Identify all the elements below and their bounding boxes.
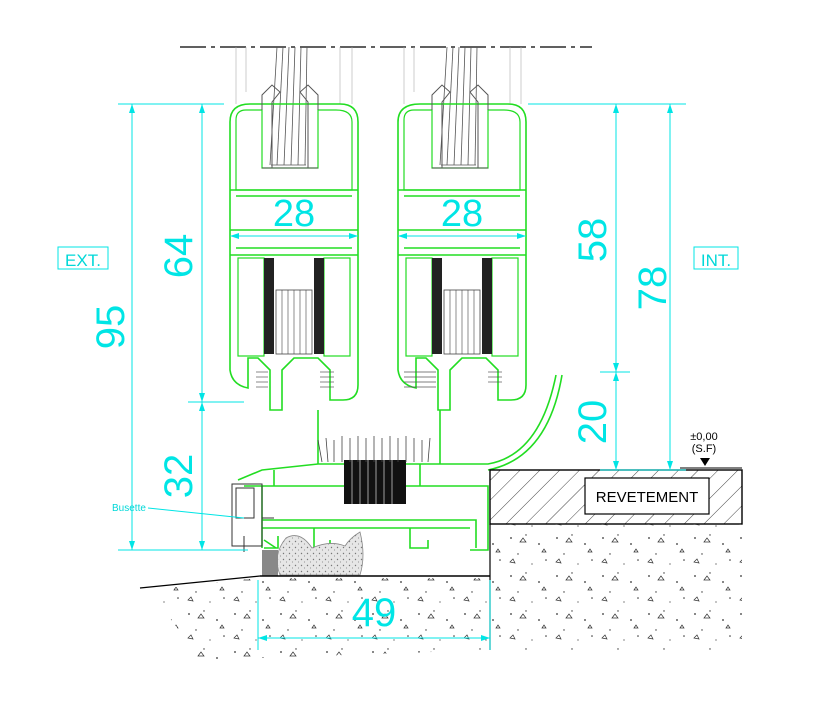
brush-strip-center xyxy=(344,460,406,504)
concrete-slab xyxy=(139,524,742,660)
sash-profile-right xyxy=(397,103,527,411)
sash-profile-left xyxy=(229,103,359,411)
dim-width-right: 28 xyxy=(441,193,483,235)
dimension-arrows xyxy=(129,104,673,641)
level-marker xyxy=(680,458,742,469)
revetement-label: REVETEMENT xyxy=(596,489,699,506)
int-label: INT. xyxy=(701,251,731,270)
roller-brush-left xyxy=(256,371,334,388)
revetement-label-box xyxy=(584,477,710,515)
dim-lower-right: 20 xyxy=(571,400,615,445)
sash-guide-lines xyxy=(235,47,522,104)
glass-pane-left xyxy=(269,46,308,166)
dim-overall-left: 95 xyxy=(89,305,133,350)
level-value: ±0,00 xyxy=(690,431,717,443)
glass-pane-right xyxy=(439,46,478,166)
busette-cap xyxy=(231,483,274,552)
gasket-right xyxy=(431,84,489,169)
ext-label: EXT. xyxy=(65,251,101,270)
roller-brush-right xyxy=(404,371,502,388)
foam-seal xyxy=(262,531,364,576)
sash-interior-right xyxy=(405,257,519,357)
gasket-left xyxy=(261,84,319,169)
dim-width-left: 28 xyxy=(273,193,315,235)
dimension-lines xyxy=(57,103,739,650)
level-sub: (S.F) xyxy=(692,443,716,455)
dim-upper-right: 58 xyxy=(571,218,615,263)
dim-base-width: 49 xyxy=(352,591,397,635)
dim-overall-right: 78 xyxy=(631,266,675,311)
dim-lower-left: 32 xyxy=(157,454,201,499)
brush-bristles xyxy=(317,436,431,463)
busette-label: Busette xyxy=(112,503,146,514)
dim-upper-left: 64 xyxy=(157,234,201,279)
sash-interior-left xyxy=(237,257,351,357)
